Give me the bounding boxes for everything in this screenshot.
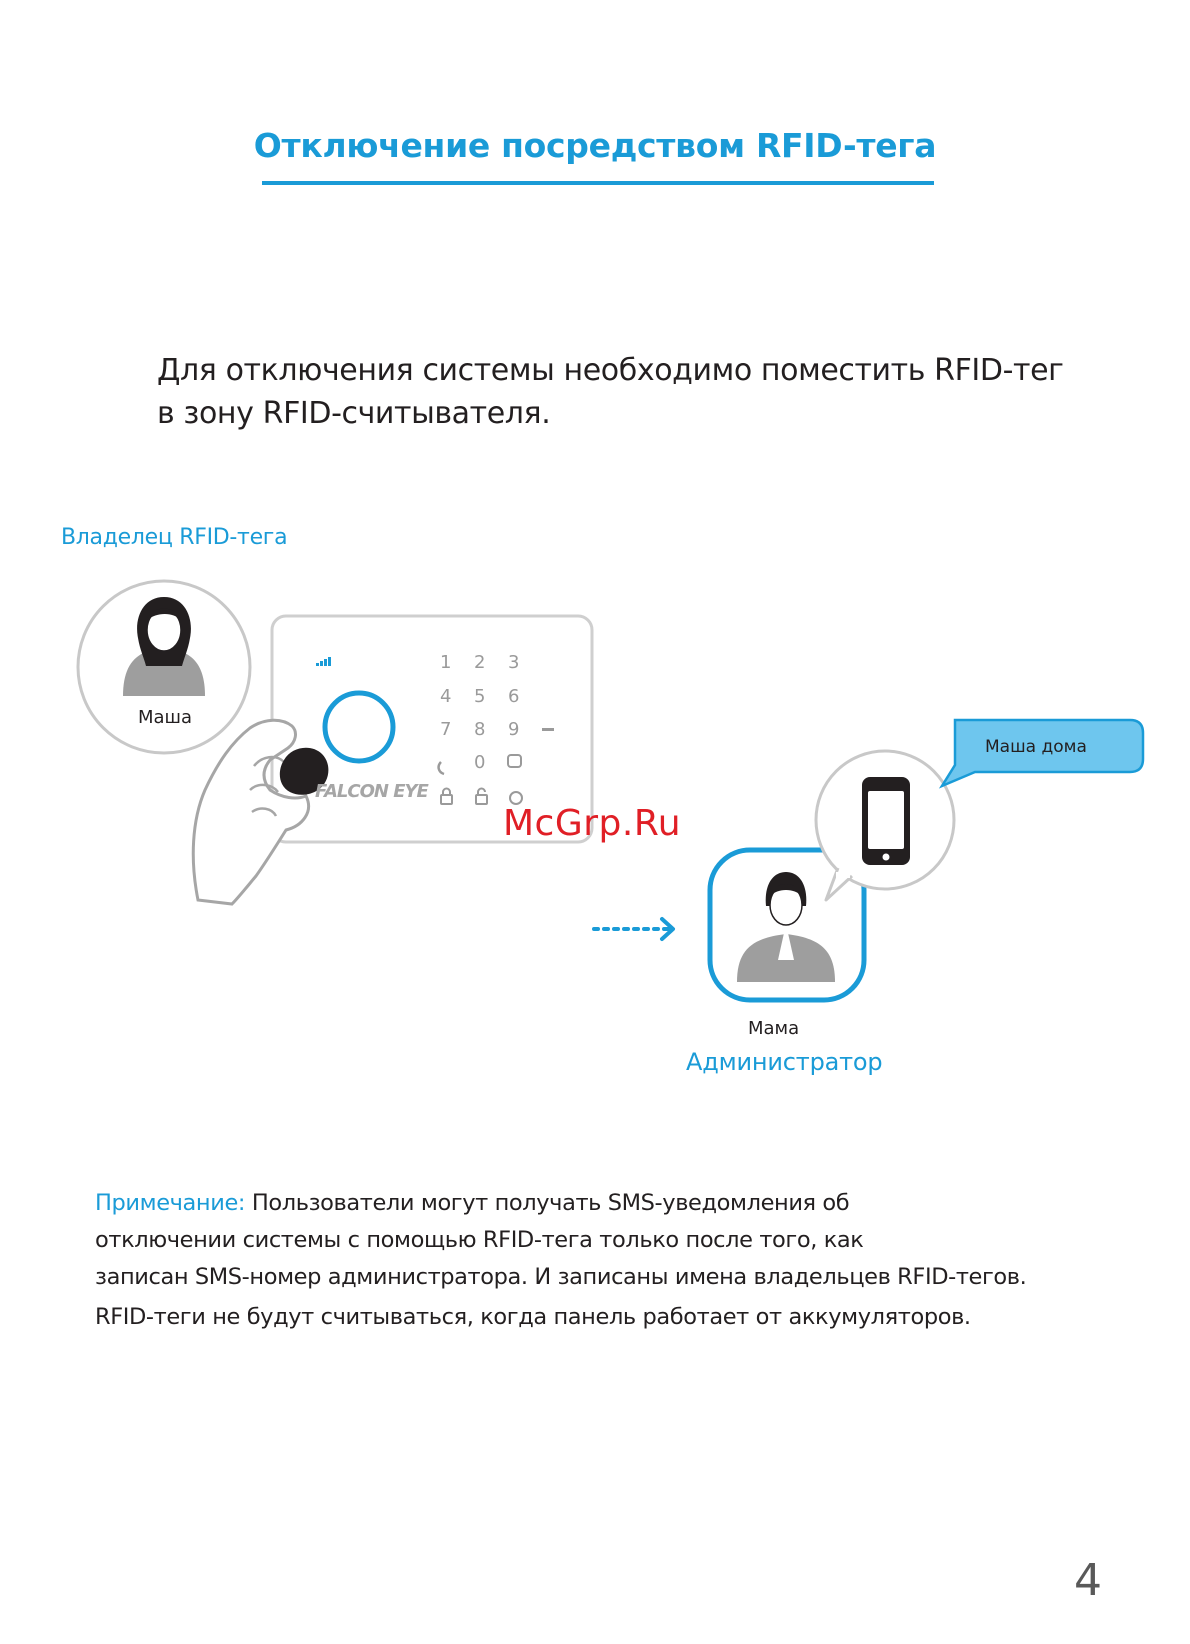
note-paragraph: Примечание: Пользователи могут получать … (95, 1185, 1135, 1296)
intro-line-2: в зону RFID-считывателя. (157, 396, 551, 431)
sms-bubble-text: Маша дома (985, 737, 1087, 757)
key-2: 2 (474, 652, 486, 673)
arrow-right-icon (592, 917, 675, 941)
note-line-1: Примечание: Пользователи могут получать … (95, 1185, 1135, 1222)
intro-paragraph: Для отключения системы необходимо помест… (157, 349, 1117, 435)
page-title: Отключение посредством RFID-тега (253, 126, 937, 165)
rfid-tag-icon (279, 747, 329, 795)
key-0: 0 (474, 752, 486, 773)
note-line-2: отключении системы с помощью RFID-тега т… (95, 1227, 864, 1253)
title-underline (262, 181, 934, 185)
dash-key-icon (542, 728, 554, 731)
handset-icon (437, 761, 445, 776)
key-3: 3 (508, 652, 520, 673)
key-9: 9 (508, 719, 520, 740)
key-1: 1 (440, 652, 452, 673)
signal-icon (316, 657, 331, 666)
lock-icon (440, 787, 453, 805)
key-5: 5 (474, 686, 486, 707)
note-label: Примечание: (95, 1190, 246, 1216)
rfid-reader-ring (322, 690, 396, 764)
watermark: McGrp.Ru (503, 803, 682, 844)
sms-key-icon (507, 754, 522, 768)
hand-icon (191, 718, 310, 906)
note-line-3: записан SMS-номер администратора. И запи… (95, 1264, 1027, 1290)
note-battery: RFID-теги не будут считываться, когда па… (95, 1304, 971, 1330)
key-4: 4 (440, 686, 452, 707)
owner-name: Маша (138, 707, 193, 728)
key-7: 7 (440, 719, 452, 740)
key-8: 8 (474, 719, 486, 740)
admin-role: Администратор (686, 1048, 883, 1076)
person-female-icon (737, 872, 835, 982)
home-arm-icon (509, 791, 523, 805)
note-line-1-text: Пользователи могут получать SMS-уведомле… (251, 1190, 850, 1216)
phone-icon (862, 777, 910, 865)
unlock-icon (475, 787, 488, 805)
intro-line-1: Для отключения системы необходимо помест… (157, 353, 1064, 388)
panel-brand-logo: FALCON EYE (315, 781, 429, 802)
key-6: 6 (508, 686, 520, 707)
person-female-icon (123, 597, 205, 696)
owner-label: Владелец RFID-тега (61, 525, 288, 550)
page-number: 4 (1074, 1555, 1102, 1606)
admin-name: Мама (748, 1018, 800, 1039)
sms-bubble (938, 718, 1145, 789)
